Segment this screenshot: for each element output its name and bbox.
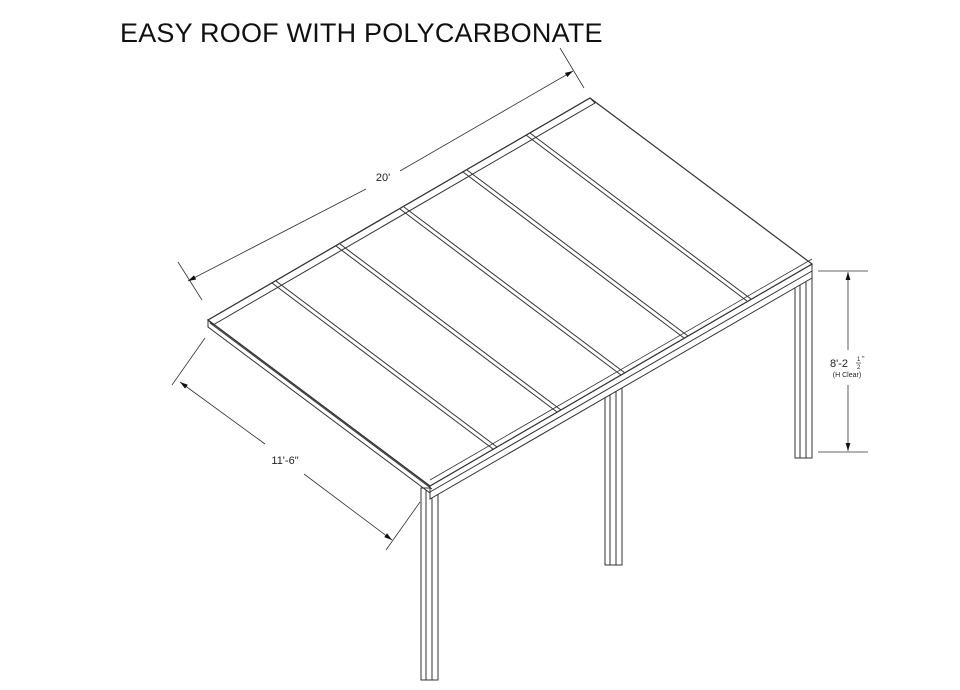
dimension-depth-label: 11'-6": [271, 455, 298, 467]
post-front-left: [420, 487, 439, 681]
drawing-title: EASY ROOF WITH POLYCARBONATE: [120, 18, 603, 48]
dimension-height: [818, 270, 868, 453]
wall-rail: [207, 97, 596, 326]
post-middle: [604, 381, 623, 566]
panel-dividers: [271, 132, 752, 450]
svg-text:": ": [862, 356, 865, 363]
side-edge: [207, 319, 431, 494]
svg-text:2: 2: [857, 365, 861, 371]
dimension-length: [177, 47, 585, 301]
post-right: [794, 271, 813, 459]
dimension-height-label: 8'-2 1 2 " (H Clear): [830, 356, 865, 379]
svg-text:1: 1: [857, 357, 861, 363]
dimension-depth: [171, 337, 421, 551]
dimension-length-label: 20': [376, 172, 390, 184]
svg-text:8'-2: 8'-2: [830, 358, 848, 370]
svg-text:(H Clear): (H Clear): [833, 372, 861, 379]
